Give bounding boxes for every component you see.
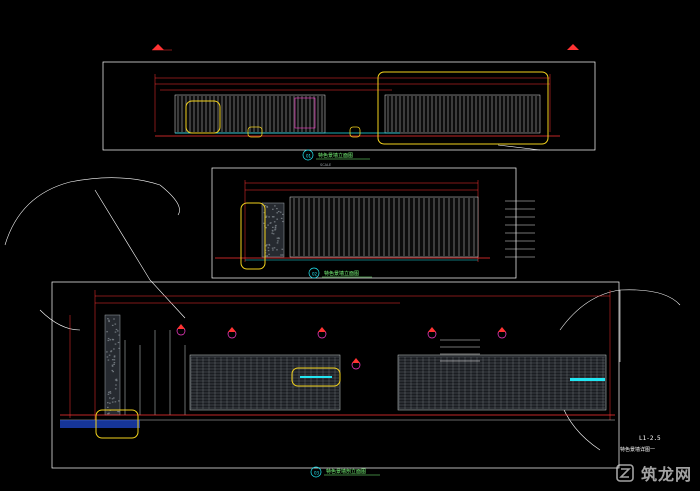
section-marker-icon	[351, 358, 361, 370]
sheet-title: 特色景墙详图一	[620, 447, 656, 453]
section-marker-icon	[176, 324, 186, 336]
watermark-text: 筑龙网	[640, 465, 692, 484]
callout-box	[349, 126, 361, 138]
watermark: 筑龙网	[615, 461, 692, 485]
sheet-number: L1-2.5	[639, 435, 661, 442]
drawing-scale-01: SCALE	[320, 163, 331, 167]
zhulong-logo-icon	[616, 464, 634, 482]
drawing-number-03: 03	[314, 471, 320, 476]
callout-box	[185, 100, 221, 134]
elevation-02: 02 特色景墙立面图	[211, 167, 535, 279]
elevation-03-frame	[51, 281, 620, 469]
drawing-title-01: 特色景墙立面图	[318, 152, 353, 159]
callout-box	[377, 71, 549, 145]
callout-box	[291, 367, 341, 387]
elevation-marker-icon	[152, 44, 579, 51]
drawing-number-icon	[310, 466, 322, 478]
elevation-02-frame	[211, 167, 517, 279]
elevation-01-facade-right	[384, 94, 541, 134]
drawing-number-icon	[308, 267, 320, 279]
section-marker-icon	[427, 327, 437, 339]
drawing-title-03: 特色景墙剖立面图	[326, 468, 366, 475]
drawing-title-02: 特色景墙立面图	[324, 270, 359, 277]
elevation-01: 特色景墙立面图 01 SCALE	[102, 44, 596, 167]
drawing-number-icon	[302, 149, 314, 161]
section-marker-icon	[497, 327, 507, 339]
drawing-number-02: 02	[312, 272, 318, 277]
drawing-number-01: 01	[306, 154, 312, 159]
callout-box	[240, 202, 266, 270]
callout-box	[247, 126, 263, 138]
callout-box	[95, 409, 139, 439]
section-marker-icon	[227, 327, 237, 339]
elevation-01-frame	[102, 61, 596, 151]
section-marker-icon	[317, 327, 327, 339]
section-elevation-03: 03 特色景墙剖立面图	[51, 281, 620, 478]
